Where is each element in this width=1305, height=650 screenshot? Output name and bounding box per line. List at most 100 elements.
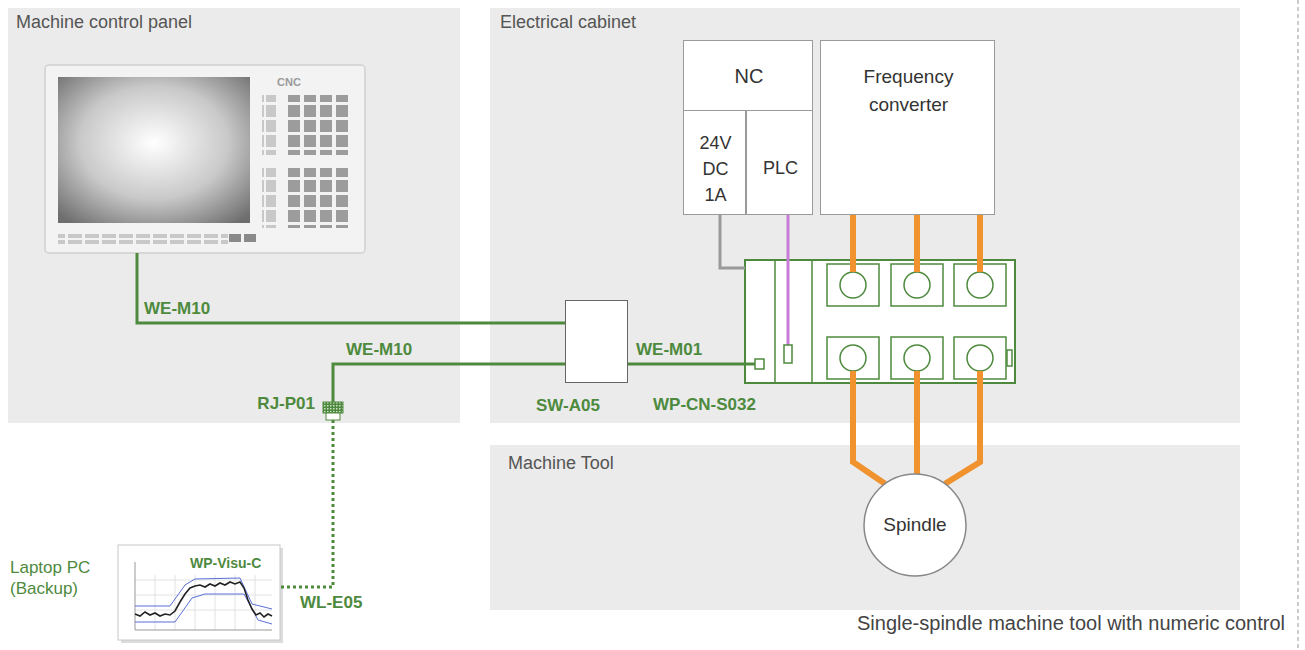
spindle-circle: Spindle (863, 473, 967, 577)
terminal (840, 345, 866, 371)
text-holder: Laptop PC (Backup) (10, 557, 110, 599)
text-holder: 24V DC 1A (684, 130, 747, 208)
connector (720, 215, 745, 268)
laptop-chart: Laptop PC (Backup)WP-Visu-C (118, 545, 280, 640)
connector (853, 383, 885, 484)
key-column (262, 95, 276, 155)
node-label: SW-A05 (536, 396, 600, 416)
power-stub (914, 371, 920, 383)
grid-line (135, 580, 272, 581)
grid-line (215, 575, 216, 630)
key-grid (288, 95, 352, 155)
text-holder: Electrical cabinet (500, 12, 800, 33)
cable-label: WE-M10 (144, 299, 210, 319)
nc-unit: NC 24V DC 1A PLC (683, 40, 813, 215)
region-band: Machine control panelCNC RJ-P01 (8, 8, 460, 423)
node-sublabel: WP-Visu-C (190, 555, 261, 571)
chart-axes (135, 562, 272, 630)
node-label: WP-CN-S032 (653, 395, 756, 415)
text-holder: Frequency converter (821, 63, 996, 119)
panel-screen (58, 77, 250, 223)
connector (850, 215, 856, 260)
chart-frame (118, 545, 280, 640)
text-holder: WP-Visu-C (190, 554, 276, 572)
caption: Single-spindle machine tool with numeric… (857, 612, 1285, 635)
spindle-outline (864, 474, 966, 576)
key-row (58, 234, 228, 244)
text-holder: Machine Tool (508, 453, 808, 474)
terminal-module-art (745, 260, 1015, 383)
text-holder: CNC (277, 72, 317, 90)
upper-limit (135, 578, 272, 609)
text-holder: NC (684, 65, 814, 88)
cable-label: WE-M01 (636, 340, 702, 360)
text-holder: PLC (747, 157, 814, 179)
label-holder: WE-M10 (144, 299, 210, 319)
connector (945, 383, 980, 484)
frequency-converter: Frequency converter (820, 40, 995, 215)
region-band: Machine ToolSpindle (490, 445, 1240, 610)
rj45-connector: RJ-P01 (323, 402, 343, 420)
connector (333, 364, 565, 402)
module-divider (774, 260, 776, 383)
measured-curve (135, 582, 272, 617)
power-stubs (853, 260, 980, 383)
node-label: Machine control panel (16, 12, 192, 33)
port-wire (745, 363, 755, 366)
module-housing (745, 260, 1015, 383)
connector (977, 215, 983, 260)
power-supply-box: 24V DC 1A (683, 110, 746, 215)
terminal (840, 272, 866, 298)
node-label: Frequency converter (849, 63, 969, 119)
key-column (262, 168, 276, 228)
text-holder: WP-CN-S032 (653, 395, 813, 415)
power-stub (977, 371, 983, 383)
plc-wire (787, 260, 790, 345)
connector (914, 215, 920, 260)
node-label: Laptop PC (Backup) (10, 557, 110, 599)
grid-line (195, 575, 196, 630)
power-stub (977, 260, 983, 272)
grid-line (255, 575, 256, 630)
connector (628, 363, 745, 366)
side-port (1007, 350, 1012, 366)
label-holder: WE-M10 (346, 340, 412, 360)
text-holder: RJ-P01 (233, 394, 315, 414)
power-stub (850, 260, 856, 272)
network-switch: SW-A05 (565, 300, 628, 383)
cnc-panel: CNC (45, 65, 365, 253)
connector (280, 420, 333, 587)
grid-line (135, 610, 272, 611)
key (244, 234, 256, 242)
power-stub (850, 371, 856, 383)
caption-holder: Single-spindle machine tool with numeric… (700, 612, 1285, 635)
cable-label: WE-M10 (346, 340, 412, 360)
node-label: NC (735, 65, 764, 88)
panel-housing (45, 65, 365, 253)
region-fill (490, 8, 1240, 423)
region-fill (8, 8, 460, 423)
text-holder: Spindle (863, 514, 967, 536)
node-label: PLC (763, 157, 798, 179)
label-holder: WE-M01 (636, 340, 702, 360)
chart-grid (135, 575, 272, 630)
ethernet-port (755, 359, 764, 369)
key-grid (288, 168, 352, 228)
node-label: RJ-P01 (257, 394, 315, 414)
key (229, 234, 241, 242)
label-holder: WL-E05 (300, 593, 362, 613)
text-holder: SW-A05 (536, 396, 636, 416)
text-holder: Machine control panel (16, 12, 316, 33)
node-label: Electrical cabinet (500, 12, 636, 33)
node-label: Spindle (883, 514, 946, 536)
connector (914, 383, 920, 474)
node-label: 24V DC 1A (694, 130, 738, 208)
terminal (967, 345, 993, 371)
plc-box: PLC (746, 110, 813, 215)
module-divider (811, 260, 813, 383)
